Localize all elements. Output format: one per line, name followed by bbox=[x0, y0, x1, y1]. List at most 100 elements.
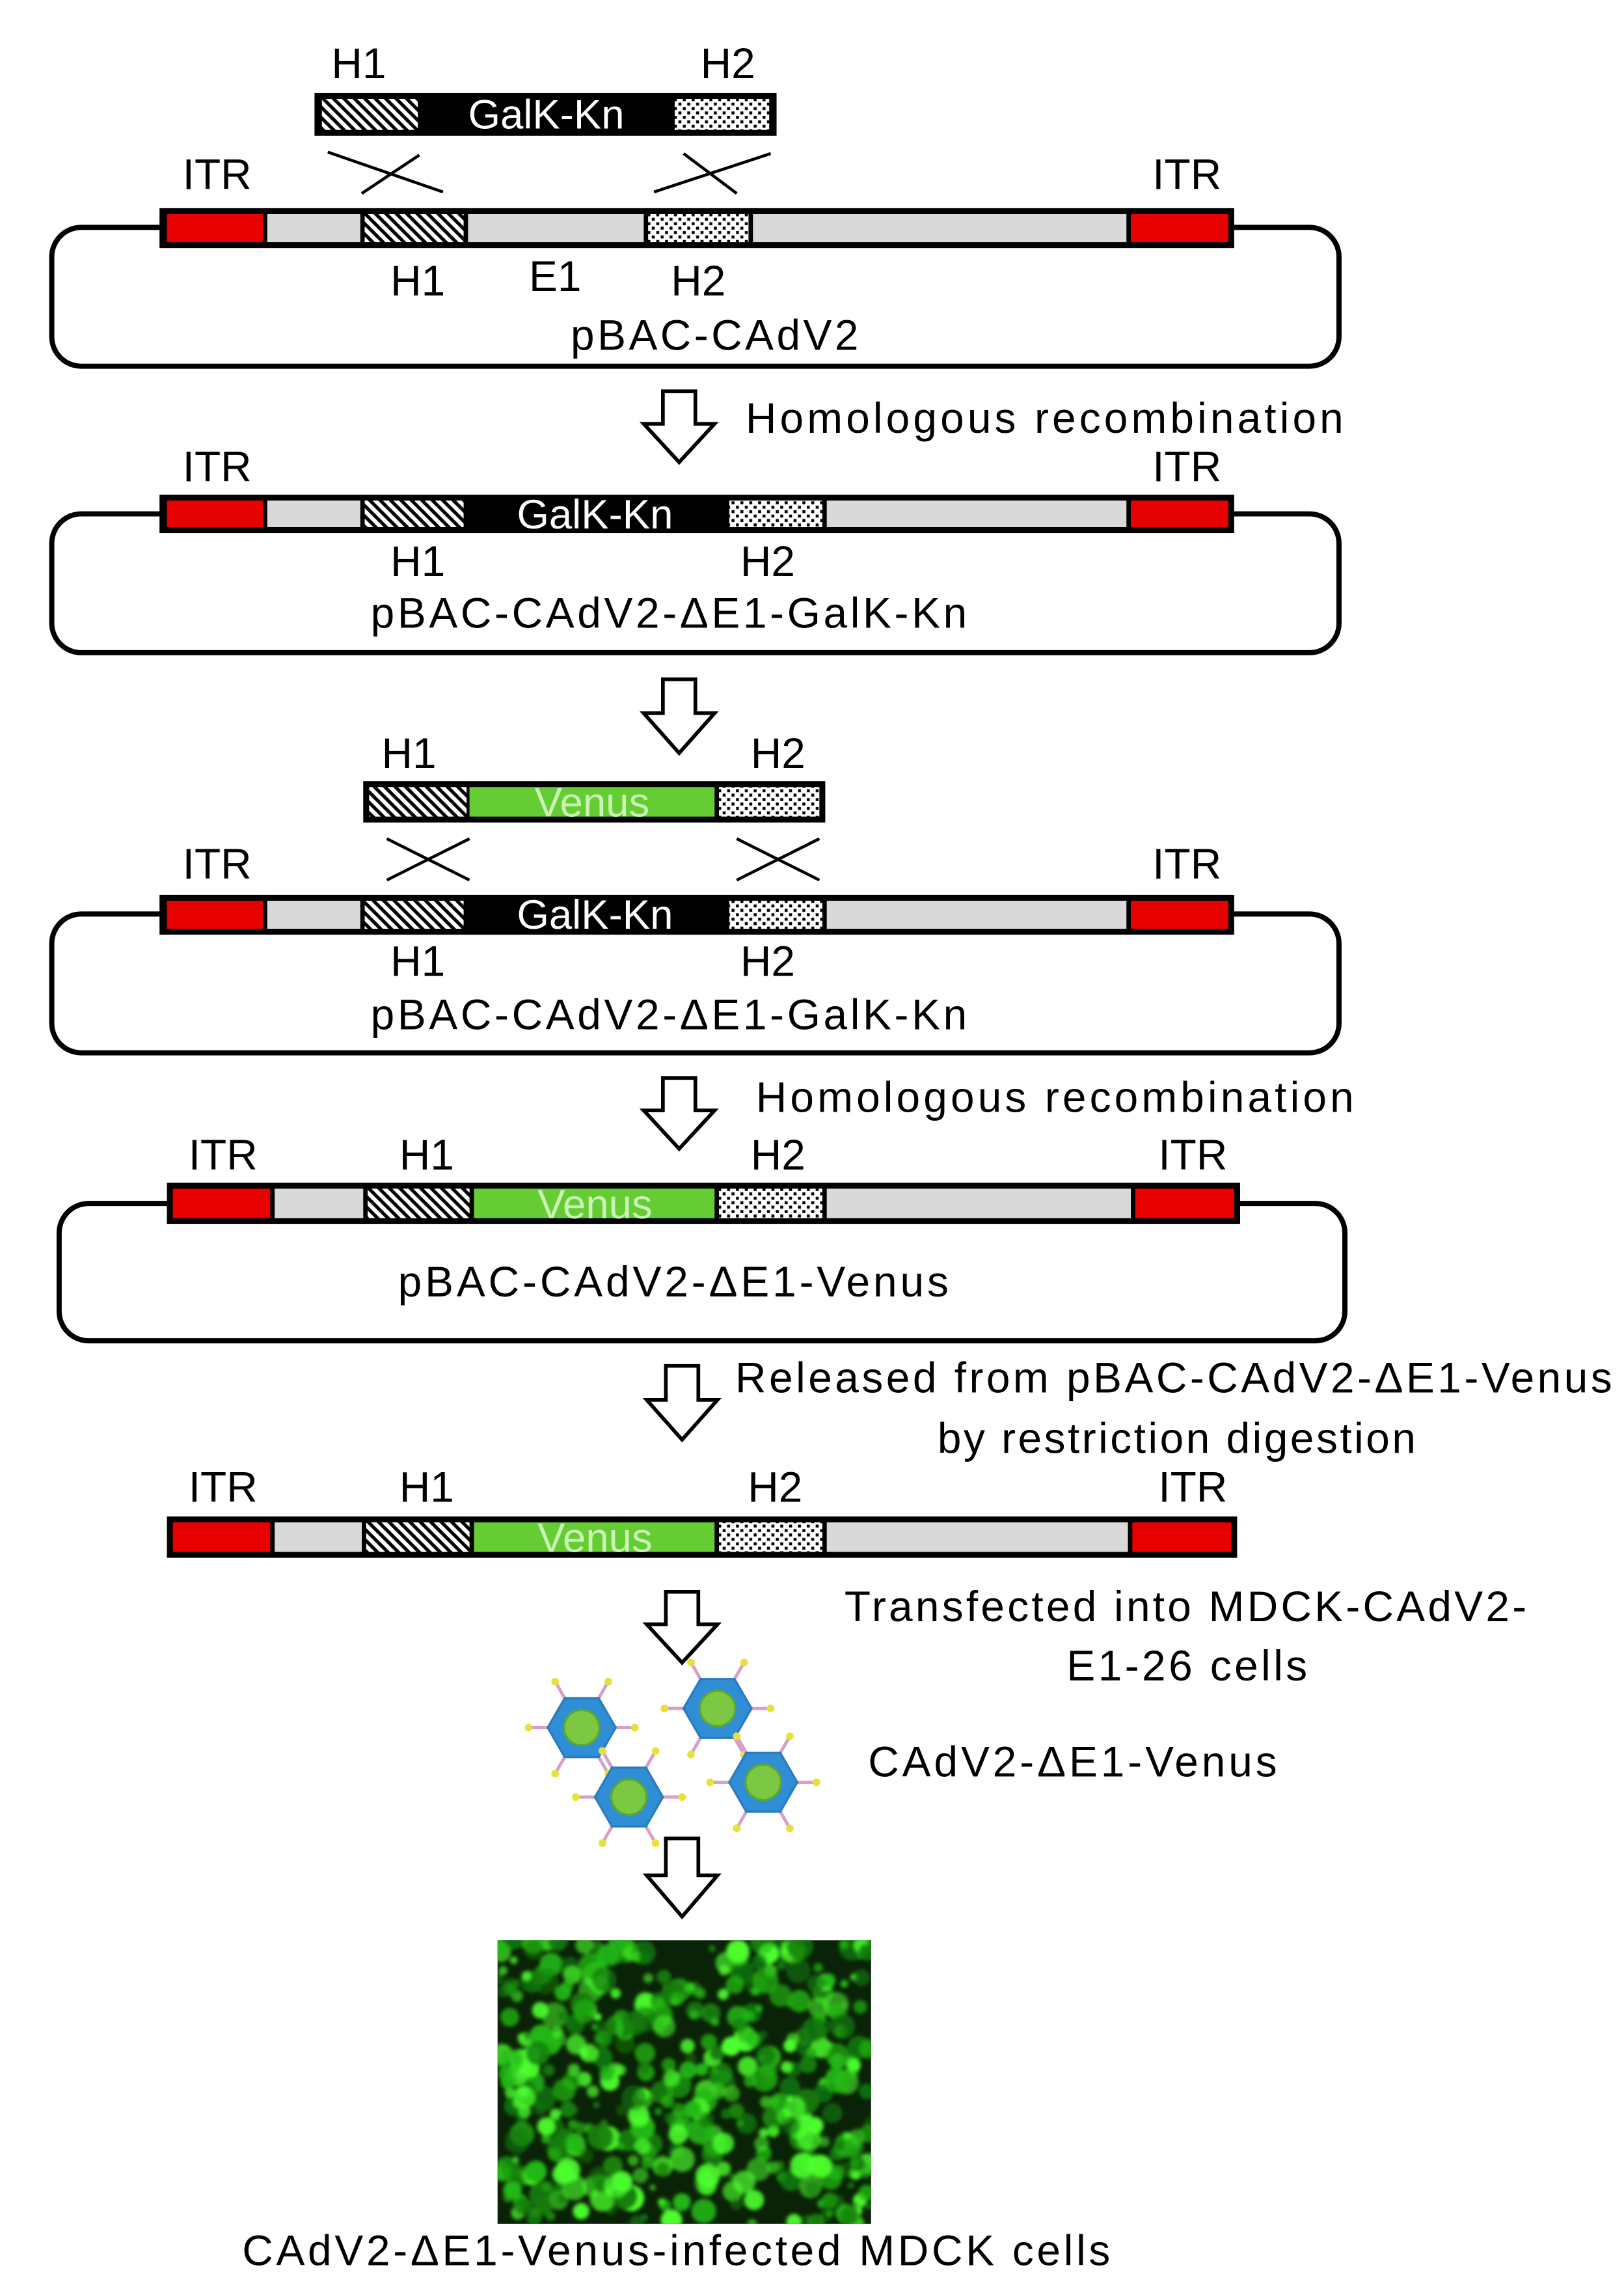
fluorescent-cell bbox=[853, 2202, 859, 2209]
fluorescent-cell bbox=[796, 2126, 822, 2152]
fiber-knob bbox=[524, 1723, 533, 1732]
insert3-h2-label: H2 bbox=[751, 729, 805, 777]
fluorescent-cell bbox=[709, 2046, 725, 2061]
fluorescent-cell bbox=[547, 1940, 568, 1952]
fiber-knob bbox=[687, 1750, 695, 1759]
fluorescent-cell bbox=[670, 2146, 695, 2172]
h1-homology-arm bbox=[364, 213, 464, 243]
fluorescent-cell bbox=[865, 2203, 871, 2210]
fluorescent-cell bbox=[766, 1958, 772, 1965]
linear-cadv2-de1-venus-genome bbox=[167, 1516, 1238, 1558]
fluorescent-cell bbox=[710, 2017, 720, 2026]
fluorescent-cell bbox=[726, 1940, 750, 1963]
fluorescent-cell bbox=[504, 2087, 515, 2098]
fiber-knob bbox=[604, 1677, 612, 1686]
fiber-spike bbox=[690, 1736, 702, 1755]
fluorescent-cell bbox=[568, 2119, 578, 2130]
fluorescent-cell bbox=[783, 2096, 806, 2119]
fluorescent-cell bbox=[550, 2109, 561, 2120]
fluorescent-cell bbox=[708, 2071, 720, 2083]
fluorescent-cell bbox=[762, 2106, 785, 2130]
fluorescent-cell bbox=[824, 2068, 850, 2094]
galk-kn-label: GalK-Kn bbox=[517, 491, 673, 538]
fluorescent-cell bbox=[500, 2007, 520, 2027]
fluorescent-cell bbox=[526, 2197, 548, 2219]
fluorescent-cell bbox=[649, 2184, 656, 2191]
fluorescent-cell bbox=[497, 2162, 512, 2182]
fiber-spike bbox=[733, 1663, 745, 1680]
fluorescent-cell bbox=[505, 1940, 524, 1950]
fluorescent-cell bbox=[621, 2085, 647, 2111]
fluorescent-cell bbox=[553, 2183, 565, 2195]
fiber-spike bbox=[733, 1736, 745, 1755]
recombination-cross-left bbox=[386, 837, 470, 882]
venus-label: Venus bbox=[537, 1515, 653, 1561]
fluorescent-cell bbox=[783, 2039, 797, 2053]
fluorescent-cell bbox=[599, 2066, 615, 2081]
h1-label: H1 bbox=[390, 537, 445, 585]
fluorescent-cell bbox=[769, 1984, 792, 2007]
fluorescent-cell bbox=[532, 2002, 549, 2019]
fluorescent-cell bbox=[819, 2136, 830, 2148]
fiber-knob bbox=[572, 1793, 580, 1801]
arrow4-label-line2: by restriction digestion bbox=[938, 1414, 1416, 1462]
pbac-cadv2-map bbox=[159, 208, 1234, 249]
h2-homology-arm bbox=[719, 1522, 822, 1552]
fluorescent-cell bbox=[786, 1940, 813, 1960]
h2-label: H2 bbox=[748, 1462, 802, 1511]
fluorescent-cell bbox=[587, 2131, 601, 2146]
itr-left-label: ITR bbox=[183, 443, 252, 491]
fluorescent-cell bbox=[653, 2015, 676, 2038]
backbone-segment bbox=[826, 1522, 1128, 1552]
fluorescent-cell bbox=[568, 2171, 579, 2182]
fluorescent-cell bbox=[616, 2104, 628, 2116]
fluorescent-cell bbox=[736, 2113, 757, 2134]
insert1-h1-label: H1 bbox=[331, 39, 386, 87]
h2-homology-arm bbox=[719, 1188, 822, 1218]
fluorescent-cell bbox=[615, 2033, 636, 2054]
fluorescent-cell bbox=[571, 2106, 579, 2115]
fiber-knob bbox=[812, 1778, 820, 1787]
fluorescent-cell bbox=[498, 2067, 512, 2081]
h2-label: H2 bbox=[740, 537, 795, 585]
fiber-spike bbox=[736, 1736, 748, 1754]
fluorescent-cell bbox=[554, 1984, 571, 2001]
h1-homology-arm bbox=[364, 500, 464, 527]
fluorescent-cell bbox=[503, 2193, 513, 2203]
fiber-knob bbox=[551, 1770, 560, 1778]
fluorescent-cell bbox=[654, 2107, 662, 2116]
fluorescent-cell bbox=[744, 2074, 757, 2088]
fluorescent-cell bbox=[638, 1950, 651, 1963]
fluorescent-cell bbox=[846, 2058, 861, 2072]
recombination-cross-left bbox=[360, 154, 420, 195]
galk-kn-cassette bbox=[314, 92, 777, 136]
venus-core bbox=[698, 1690, 737, 1727]
fiber-spike bbox=[644, 1826, 656, 1843]
itr-segment bbox=[172, 1522, 271, 1552]
virus-particle bbox=[660, 1658, 775, 1759]
recombination-cross-right bbox=[736, 837, 820, 882]
virus-particle bbox=[706, 1732, 820, 1833]
fluorescent-cell bbox=[859, 2039, 871, 2059]
fluorescent-cell bbox=[753, 2136, 769, 2152]
fluorescent-cell bbox=[655, 2162, 670, 2176]
fluorescent-cell bbox=[698, 2112, 714, 2128]
fluorescent-cell bbox=[627, 2155, 639, 2167]
h1-homology-arm bbox=[369, 787, 467, 817]
fluorescent-cell bbox=[829, 2014, 856, 2040]
backbone-segment bbox=[267, 500, 360, 527]
itr-segment bbox=[1131, 500, 1228, 527]
fluorescent-cell bbox=[650, 2081, 673, 2104]
h1-homology-arm bbox=[368, 1188, 470, 1218]
fluorescent-cell bbox=[661, 2057, 676, 2072]
fluorescent-cell bbox=[684, 2100, 702, 2118]
backbone-segment bbox=[468, 213, 644, 243]
fluorescent-cell bbox=[859, 2125, 871, 2143]
virus-particles bbox=[524, 1658, 820, 1847]
fluorescent-cell bbox=[552, 2078, 576, 2102]
backbone-segment bbox=[753, 213, 1127, 243]
fluorescent-cell bbox=[724, 2085, 740, 2102]
step2-group: ITR ITR GalK-Kn H1 H2 pBAC-CAdV2-ΔE1-Gal… bbox=[49, 443, 1342, 655]
fiber-spike bbox=[779, 1811, 791, 1828]
down-arrow-icon bbox=[642, 1836, 722, 1920]
